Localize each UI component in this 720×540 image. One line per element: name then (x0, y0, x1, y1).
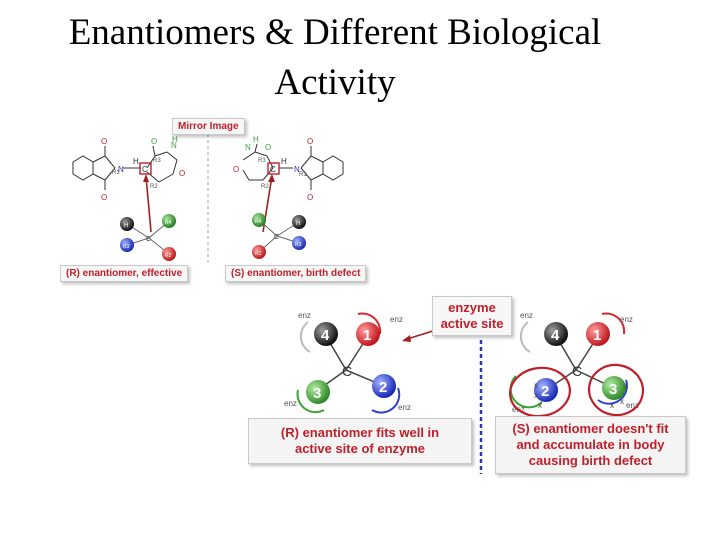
atom-label: R3 (123, 244, 130, 250)
atom-number: 1 (363, 327, 371, 344)
r-enantiomer-caption: (R) enantiomer, effective (60, 265, 189, 282)
atom-label: O (265, 143, 271, 152)
atom-label: R2 (261, 184, 269, 190)
left-stereocenter-highlight (139, 162, 152, 175)
enz-label: enz (620, 315, 633, 324)
atom-label: O (179, 169, 185, 178)
atom-label: H (172, 135, 178, 144)
left-3d-model: H R4 R3 R2 C (120, 214, 176, 261)
atom-label: O (233, 165, 239, 174)
r-fit-caption: (R) enantiomer fits well in active site … (248, 418, 472, 464)
enzyme-label-line-1: enzyme (448, 300, 496, 315)
left-arrow (145, 175, 152, 233)
right-molecule-atoms: H N O O H N O O R3 R2 R1 (233, 135, 313, 202)
enz-label: enz (398, 403, 411, 412)
atom-label: O (101, 193, 107, 202)
s-enantiomer-model: 4 1 2 3 C enz enz enz enz x x x x x x (509, 311, 645, 418)
title-line-1: Enantiomers & Different Biological (68, 12, 602, 53)
atom-number: 2 (541, 383, 549, 400)
slide-title: Enantiomers & Different Biological Activ… (0, 8, 670, 108)
atom-label: C (142, 165, 148, 174)
s-misfit-caption-line-3: causing birth defect (528, 453, 653, 468)
right-stereocenter-highlight (267, 162, 280, 175)
atom-label: O (151, 137, 157, 146)
atom-number: 2 (379, 379, 387, 396)
s-misfit-caption-line-1: (S) enantiomer doesn't fit (512, 421, 669, 436)
atom-label: R2 (165, 253, 172, 259)
clash-mark: x (534, 381, 538, 390)
enzyme-label-line-2: active site (440, 316, 504, 331)
atom-label: O (307, 193, 313, 202)
atom-label: O (307, 137, 313, 146)
enz-label: enz (298, 311, 311, 320)
center-atom: C (342, 363, 352, 379)
r-fit-caption-line-1: (R) enantiomer fits well in (280, 425, 440, 440)
atom-label: N (171, 141, 177, 150)
atom-label: H (133, 157, 139, 166)
s-misfit-caption: (S) enantiomer doesn't fit and accumulat… (495, 416, 686, 474)
atom-label: C (274, 234, 279, 241)
atom-label: R4 (255, 219, 262, 225)
atom-number: 1 (593, 327, 601, 344)
enzyme-fit-diagram: 4 1 3 2 C enz enz enz enz 4 1 2 3 C enz … (284, 311, 645, 474)
clash-mark: x (620, 397, 624, 406)
atom-label: H (281, 157, 287, 166)
enz-label: enz (390, 315, 403, 324)
atom-label: H (253, 135, 259, 144)
r-fit-caption-line-2: active site of enzyme (294, 441, 426, 456)
atom-label: R2 (150, 184, 158, 190)
misfit-highlight (587, 363, 645, 417)
atom-label: N (294, 165, 300, 174)
atom-label: R1 (112, 170, 120, 176)
title-line-2: Activity (274, 62, 396, 103)
enzyme-active-site-label: enzyme active site (432, 296, 512, 336)
mirror-image-text: Mirror Image (178, 121, 239, 132)
atom-label: H (124, 223, 128, 229)
mirror-image-label: Mirror Image (172, 118, 245, 135)
atom-label: H (296, 221, 300, 227)
mirror-image-diagram: O O H N O N H O R3 R2 R1 C H R4 R3 R2 C (72, 134, 344, 262)
r-enantiomer-caption-text: (R) enantiomer, effective (66, 268, 183, 279)
left-molecule (72, 145, 178, 190)
left-molecule-atoms: O O H N O N H O R3 R2 R1 (101, 135, 185, 202)
s-enantiomer-caption-text: (S) enantiomer, birth defect (231, 268, 361, 279)
clash-mark: x (624, 381, 628, 390)
clash-mark: x (534, 391, 538, 400)
s-enantiomer-caption: (S) enantiomer, birth defect (225, 265, 367, 282)
enz-label: enz (626, 401, 639, 410)
atom-label: R3 (153, 158, 161, 164)
enz-label: enz (284, 399, 297, 408)
misfit-highlight (509, 366, 571, 418)
right-molecule (242, 143, 344, 190)
atom-number: 4 (551, 327, 560, 344)
atom-label: C (270, 165, 276, 174)
atom-label: N (245, 143, 251, 152)
right-3d-model: R4 H R1 R3 C (252, 213, 306, 259)
atom-label: R1 (255, 251, 262, 257)
atom-label: C (146, 236, 151, 243)
atom-label: R3 (258, 158, 266, 164)
center-atom: C (572, 363, 582, 379)
r-enantiomer-model: 4 1 3 2 C enz enz enz enz (284, 311, 411, 414)
atom-label: R1 (299, 172, 307, 178)
atom-number: 4 (321, 327, 330, 344)
s-misfit-caption-line-2: and accumulate in body (516, 437, 665, 452)
atom-label: R4 (165, 220, 172, 226)
atom-number: 3 (609, 381, 617, 398)
clash-mark: x (538, 401, 542, 410)
clash-mark: x (610, 401, 614, 410)
enz-label: enz (520, 311, 533, 320)
atom-number: 3 (313, 385, 321, 402)
atom-label: N (118, 165, 124, 174)
atom-label: O (101, 137, 107, 146)
atom-label: R3 (295, 242, 302, 248)
